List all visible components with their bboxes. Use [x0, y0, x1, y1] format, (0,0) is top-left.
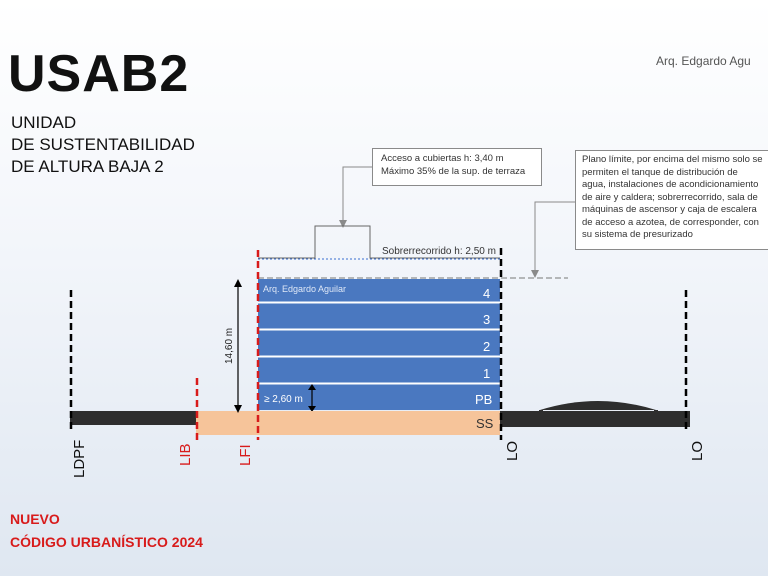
curb-right [654, 410, 658, 426]
subtitle-line-1: UNIDAD [11, 113, 77, 132]
floor-label-1: 1 [483, 366, 490, 381]
subtitle-line-2: DE SUSTENTABILIDAD [11, 135, 195, 154]
roof-access-outline [258, 225, 500, 259]
total-height-label: 14,60 m [224, 328, 235, 364]
ground-floor-height-label: ≥ 2,60 m [264, 394, 303, 405]
limit-plane-line: agua, instalaciones de acondicionamiento [582, 179, 759, 190]
basement-label: SS [476, 416, 494, 431]
limit-plane-callout: Plano límite, por encima del mismo solo … [575, 150, 768, 250]
total-height-arrow-bottom [234, 405, 242, 413]
ldpf-label: LDPF [71, 440, 88, 478]
callout-connector-limit [534, 201, 575, 272]
building-watermark: Arq. Edgardo Aguilar [263, 284, 346, 294]
floor-label-4: 4 [483, 286, 490, 301]
ground-floor-dim-arrow-bottom [308, 406, 316, 412]
street-crown [540, 401, 656, 410]
limit-plane-line: máquinas de ascensor y caja de escalera [582, 204, 757, 215]
footer-line-1: NUEVO [10, 511, 60, 527]
street-base [500, 411, 690, 427]
author-credit: Arq. Edgardo Agu [656, 54, 751, 68]
footer-line-2: CÓDIGO URBANÍSTICO 2024 [10, 534, 203, 550]
page-title: USAB2 [8, 45, 190, 103]
floor-label-3: 3 [483, 312, 490, 327]
overrun-label: Sobrerrecorrido h: 2,50 m [382, 246, 496, 257]
limit-plane-line: de aire y caldera; sobrerrecorrido, sala… [582, 191, 758, 203]
roof-access-line-1: Acceso a cubiertas h: 3,40 m [381, 153, 504, 164]
lfi-label: LFI [237, 444, 254, 466]
limit-plane-line: su sistema de presurizado [582, 229, 693, 240]
ground-floor-dim-arrow-top [308, 384, 316, 390]
lo-left-label: LO [504, 441, 521, 461]
ground-left [70, 411, 196, 425]
lo-right-label: LO [689, 441, 706, 461]
floor-label-2: 2 [483, 339, 490, 354]
basement-volume [196, 411, 500, 435]
limit-plane-line: permiten el tanque de distribución de [582, 166, 738, 178]
limit-plane-line: Plano límite, por encima del mismo solo … [582, 154, 763, 165]
floor-label-pb: PB [475, 392, 492, 407]
roof-access-callout: Acceso a cubiertas h: 3,40 m Máximo 35% … [372, 148, 542, 186]
callout-arrow-limit [531, 270, 539, 278]
callout-connector-roof [342, 166, 372, 222]
curb-left [539, 410, 543, 426]
building-volume [258, 279, 500, 410]
limit-plane-line: de acceso a azotea, de corresponder, con [582, 216, 759, 228]
roof-access-line-2: Máximo 35% de la sup. de terraza [381, 165, 526, 177]
subtitle-line-3: DE ALTURA BAJA 2 [11, 157, 164, 176]
total-height-arrow-top [234, 279, 242, 287]
callout-arrow-roof [339, 220, 347, 228]
lib-label: LIB [177, 443, 194, 466]
